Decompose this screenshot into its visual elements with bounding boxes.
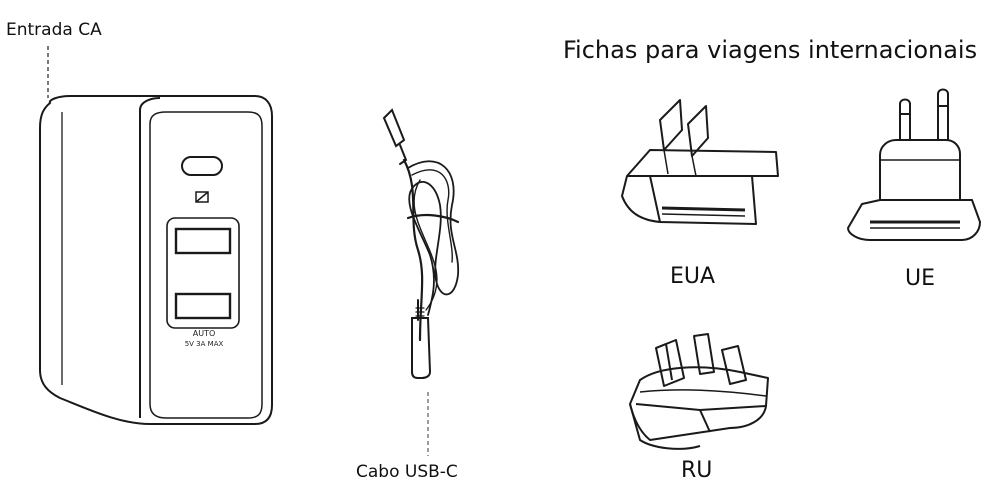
wall-charger (39, 95, 273, 425)
uk-plug-pin-middle (693, 333, 715, 375)
usb-a-port-top (174, 227, 232, 255)
cable-connector-bottom (411, 317, 432, 379)
uk-plug (629, 333, 769, 450)
usa-plug-label: EUA (670, 264, 716, 289)
usa-plug-prong-left (659, 99, 683, 151)
usa-plug (621, 99, 779, 225)
usb-c-cable-label: Cabo USB-C (356, 462, 458, 482)
usa-plug-prong-right (687, 105, 709, 157)
travel-plugs-title: Fichas para viagens internacionais (563, 36, 978, 64)
eu-plug-pin-left (899, 98, 911, 140)
usb-c-cable (382, 108, 460, 379)
ac-input-label: Entrada CA (6, 20, 102, 40)
uk-plug-label: RU (681, 458, 713, 483)
uk-plug-pin-left (655, 339, 685, 387)
cable-connector-top (382, 108, 406, 148)
usb-c-port (181, 156, 223, 176)
eu-plug-pin-right (937, 88, 949, 140)
usb-a-port-bottom (174, 292, 232, 320)
eu-plug (847, 88, 981, 241)
brand-logo-icon (195, 191, 209, 203)
charger-marking-rating: 5V 3A MAX (185, 340, 224, 348)
usb-a-port-group (166, 217, 240, 329)
uk-plug-pin-right (721, 345, 747, 385)
eu-plug-label: UE (905, 266, 936, 291)
charger-marking-auto: AUTO (193, 329, 216, 338)
